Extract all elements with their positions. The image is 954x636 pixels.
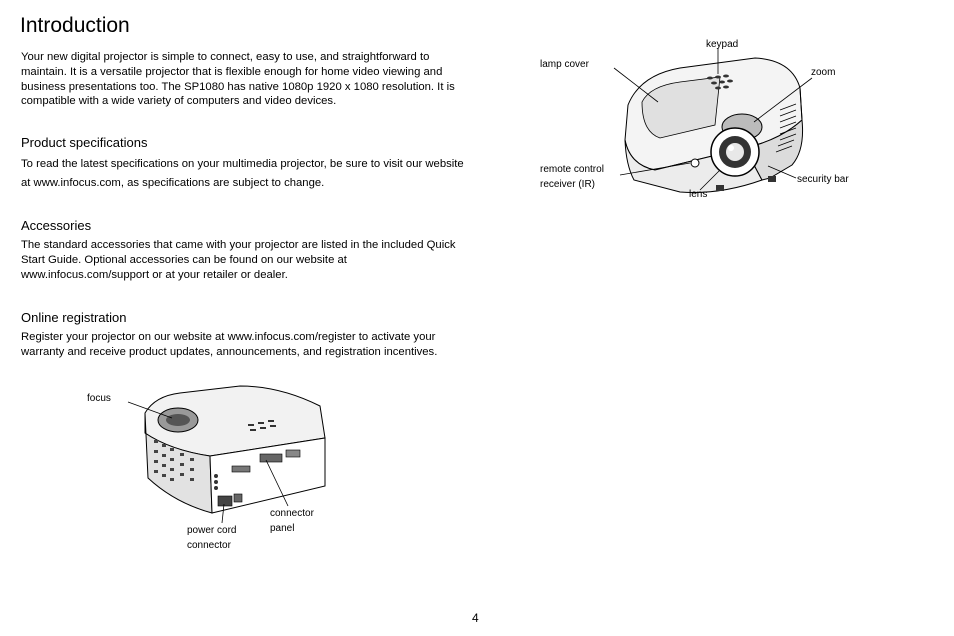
connector-panel-icon <box>214 449 301 490</box>
page-title: Introduction <box>20 14 130 37</box>
label-power-line2: connector <box>187 540 231 551</box>
label-zoom: zoom <box>811 67 836 78</box>
label-lamp-cover: lamp cover <box>540 59 589 70</box>
focus-ring-icon <box>157 407 199 433</box>
section-heading-accessories: Accessories <box>21 218 92 233</box>
label-panel-line2: panel <box>270 523 295 534</box>
label-remote-line2: receiver (IR) <box>540 179 596 190</box>
page-number: 4 <box>472 611 479 625</box>
projector-rear-illustration <box>127 385 326 524</box>
power-connector-icon <box>217 493 243 507</box>
section-body-online-registration: Register your projector on our website a… <box>21 331 438 358</box>
section-heading-online-registration: Online registration <box>21 310 127 325</box>
lens-icon <box>710 127 760 177</box>
projector-front-illustration <box>613 48 813 193</box>
section-body-accessories: The standard accessories that came with … <box>21 239 456 281</box>
section-heading-product-specifications: Product specifications <box>21 135 148 150</box>
label-power-line1: power cord <box>187 525 237 536</box>
keypad-icon <box>707 74 733 90</box>
label-focus: focus <box>87 393 111 404</box>
label-security-bar: security bar <box>797 174 849 185</box>
label-lens: lens <box>689 189 708 200</box>
intro-paragraph: Your new digital projector is simple to … <box>21 51 455 108</box>
label-remote-line1: remote control <box>540 164 604 175</box>
section-body-product-specifications: To read the latest specifications on you… <box>21 158 464 189</box>
label-panel-line1: connector <box>270 508 314 519</box>
ir-receiver-icon <box>690 158 700 168</box>
label-keypad: keypad <box>706 39 739 50</box>
